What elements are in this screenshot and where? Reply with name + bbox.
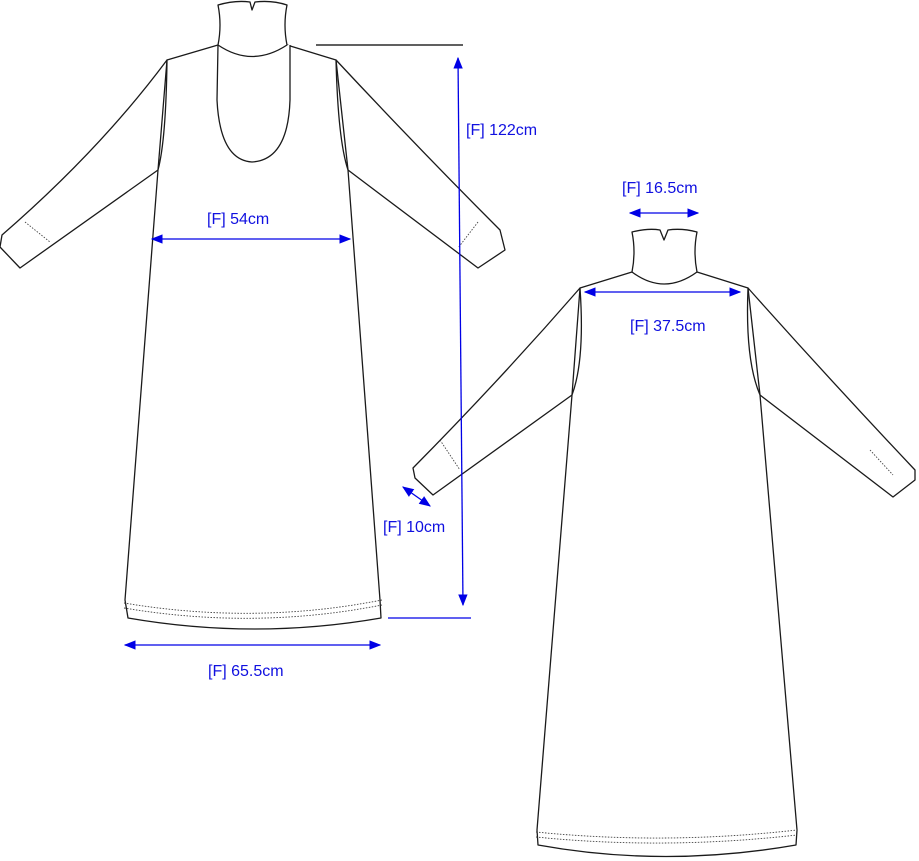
back-collar: [631, 228, 698, 285]
front-right-sleeve: [335, 59, 506, 269]
shoulder-label: [F] 37.5cm: [630, 318, 706, 335]
back-left-sleeve: [412, 287, 581, 496]
measurement-lines: [123, 44, 742, 650]
chest-label: [F] 54cm: [207, 211, 269, 228]
cuff-arrow: [402, 486, 431, 507]
front-left-sleeve: [0, 59, 168, 269]
length-arrow: [453, 56, 468, 607]
length-label: [F] 122cm: [466, 122, 537, 139]
neck-label: [F] 16.5cm: [622, 180, 698, 197]
back-body: [536, 271, 798, 858]
front-body: [124, 44, 382, 630]
cuff-label: [F] 10cm: [383, 519, 445, 536]
back-right-sleeve: [747, 287, 916, 498]
back-dress: [412, 228, 916, 858]
front-scoop-neckline: [216, 44, 291, 163]
front-collar: [217, 0, 288, 58]
hem-label: [F] 65.5cm: [208, 663, 284, 680]
